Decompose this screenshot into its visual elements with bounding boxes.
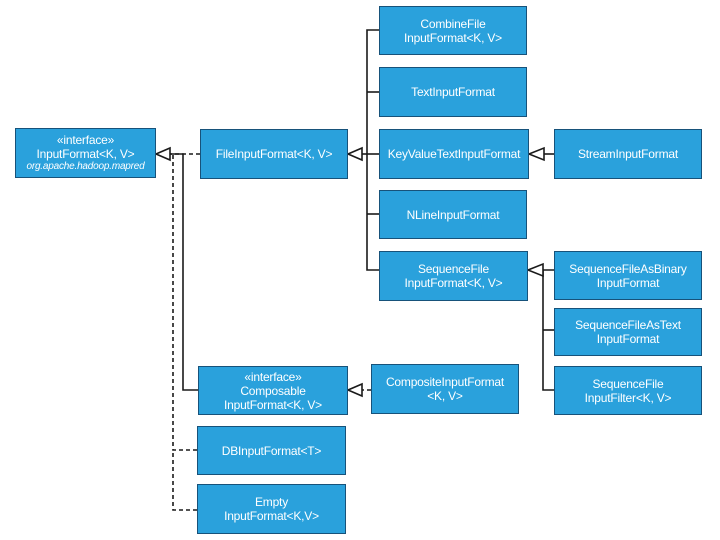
- emptyinputformat-box: Empty InputFormat<K,V>: [197, 484, 346, 534]
- inputformat-stereotype: «interface»: [56, 133, 115, 147]
- combinefileinputformat-box: CombineFile InputFormat<K, V>: [379, 6, 527, 55]
- inputformat-interface-box: «interface» InputFormat<K, V> org.apache…: [15, 128, 156, 178]
- sequencefileinputfilter-box: SequenceFile InputFilter<K, V>: [554, 366, 702, 415]
- composable-stereotype: «interface»: [244, 369, 302, 384]
- composable-line1: Composable: [240, 383, 306, 398]
- generalization-subclasses-to-fileinput: [366, 29, 379, 271]
- arrowhead-fileinput: [345, 146, 363, 162]
- sequencefile-line2: InputFormat<K, V>: [404, 276, 503, 290]
- textinputformat-name: TextInputFormat: [411, 85, 495, 99]
- keyvaluetext-name: KeyValueTextInputFormat: [387, 147, 521, 161]
- sequencefileasbinary-box: SequenceFileAsBinary InputFormat: [554, 251, 702, 300]
- realization-dbinput-to-inputformat: [172, 154, 197, 451]
- textinputformat-box: TextInputFormat: [379, 67, 527, 117]
- combinefile-line2: InputFormat<K, V>: [404, 30, 502, 45]
- emptyinput-line1: Empty: [254, 495, 288, 509]
- emptyinput-line2: InputFormat<K,V>: [224, 509, 319, 523]
- compositeinput-line2: <K, V>: [427, 389, 463, 403]
- fileinputformat-box: FileInputFormat<K, V>: [200, 129, 348, 179]
- seqfilter-line2: InputFilter<K, V>: [584, 390, 672, 405]
- composableinputformat-interface-box: «interface» Composable InputFormat<K, V>: [198, 366, 348, 415]
- fileinputformat-name: FileInputFormat<K, V>: [215, 147, 333, 161]
- arrowhead-inputformat: [153, 146, 171, 162]
- combinefile-line1: CombineFile: [420, 16, 486, 31]
- seqasbinary-line2: InputFormat: [596, 275, 660, 290]
- streaminputformat-box: StreamInputFormat: [554, 129, 702, 179]
- arrowhead-sequencefile: [525, 262, 544, 278]
- keyvaluetextinputformat-box: KeyValueTextInputFormat: [379, 129, 529, 179]
- sequencefileinputformat-box: SequenceFile InputFormat<K, V>: [379, 251, 528, 301]
- composable-line2: InputFormat<K, V>: [224, 397, 322, 412]
- arrowhead-composable: [345, 382, 363, 398]
- inputformat-name: InputFormat<K, V>: [36, 147, 135, 161]
- streaminputformat-name: StreamInputFormat: [578, 147, 678, 161]
- arrowhead-keyvalue: [526, 146, 545, 162]
- dbinputformat-box: DBInputFormat<T>: [197, 426, 346, 475]
- compositeinput-line1: CompositeInputFormat: [385, 375, 505, 389]
- sequencefile-line1: SequenceFile: [418, 262, 489, 276]
- sequencefileastext-box: SequenceFileAsText InputFormat: [554, 308, 702, 356]
- compositeinputformat-box: CompositeInputFormat <K, V>: [371, 364, 519, 414]
- seqastext-line2: InputFormat: [596, 332, 660, 346]
- nlineinputformat-box: NLineInputFormat: [379, 190, 527, 239]
- dbinput-name: DBInputFormat<T>: [221, 443, 322, 458]
- inputformat-package: org.apache.hadoop.mapred: [26, 161, 145, 172]
- generalization-composable-to-inputformat: [170, 153, 198, 391]
- seqfilter-line1: SequenceFile: [592, 376, 664, 391]
- nlineinputformat-name: NLineInputFormat: [406, 207, 500, 222]
- seqastext-line1: SequenceFileAsText: [575, 318, 681, 332]
- seqasbinary-line1: SequenceFileAsBinary: [569, 261, 687, 276]
- realization-emptyinput-to-inputformat: [172, 450, 197, 511]
